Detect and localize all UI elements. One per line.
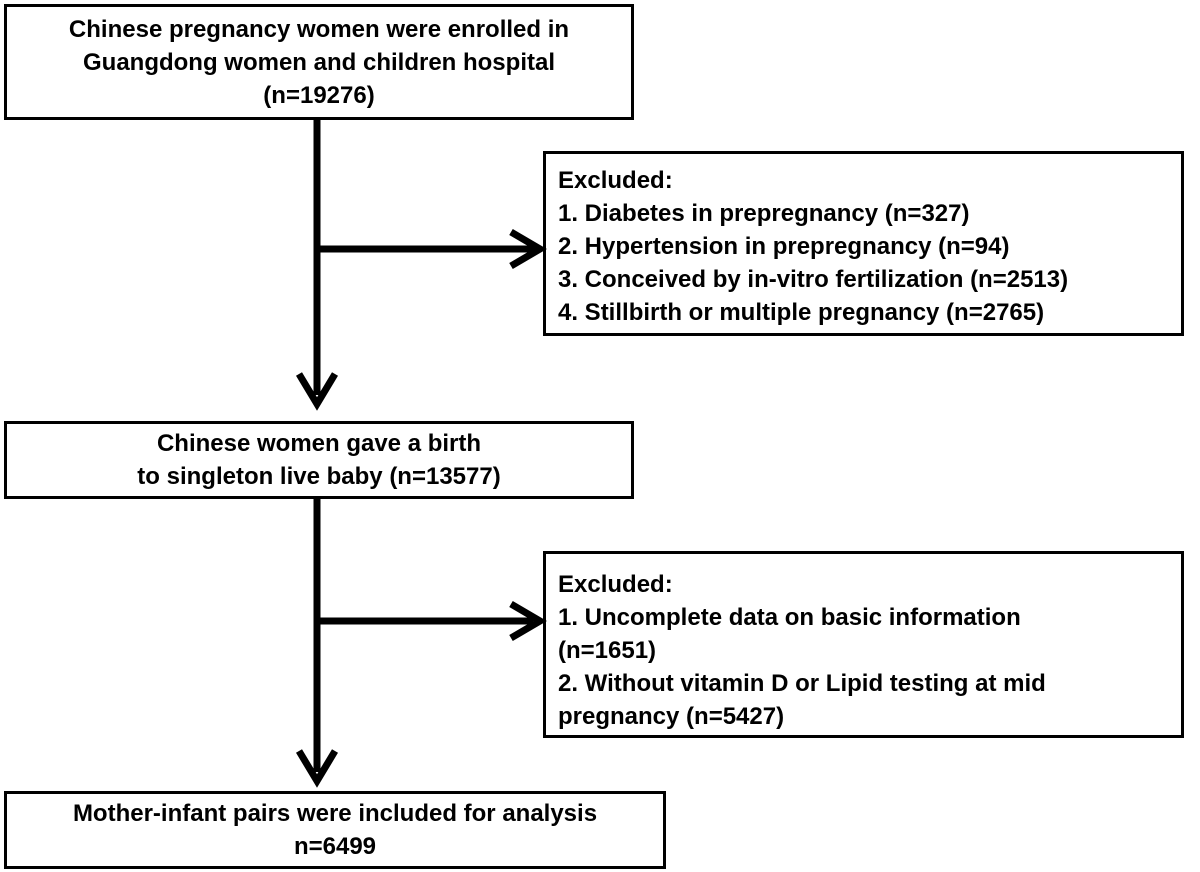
arrowhead-singleton bbox=[295, 372, 339, 411]
node-exclusion1-line-4: 3. Conceived by in-vitro fertilization (… bbox=[558, 266, 1069, 293]
node-included: Mother-infant pairs were included for an… bbox=[4, 791, 666, 869]
node-enrolled: Chinese pregnancy women were enrolled in… bbox=[4, 4, 634, 120]
node-included-line-1: Mother-infant pairs were included for an… bbox=[72, 800, 598, 827]
node-exclusion2-line-4: 2. Without vitamin D or Lipid testing at… bbox=[558, 670, 1046, 697]
node-exclusion1: Excluded: 1. Diabetes in prepregnancy (n… bbox=[543, 151, 1184, 336]
node-enrolled-line-1: Chinese pregnancy women were enrolled in bbox=[68, 15, 570, 43]
node-exclusion2-line-1: Excluded: bbox=[558, 571, 673, 598]
node-singleton-line-1: Chinese women gave a birth bbox=[156, 430, 482, 457]
node-exclusion2-line-5: pregnancy (n=5427) bbox=[558, 703, 785, 730]
node-exclusion2-line-2: 1. Uncomplete data on basic information bbox=[558, 604, 1021, 631]
node-exclusion2: Excluded: 1. Uncomplete data on basic in… bbox=[543, 551, 1184, 738]
node-included-line-2: n=6499 bbox=[293, 833, 377, 860]
node-enrolled-line-3: (n=19276) bbox=[263, 81, 375, 109]
arrowhead-included bbox=[295, 749, 339, 788]
node-singleton: Chinese women gave a birth to singleton … bbox=[4, 421, 634, 499]
node-exclusion1-line-3: 2. Hypertension in prepregnancy (n=94) bbox=[558, 233, 1010, 260]
arrowhead-exclusion2 bbox=[509, 600, 547, 642]
node-singleton-line-2: to singleton live baby (n=13577) bbox=[137, 463, 501, 490]
node-exclusion1-line-2: 1. Diabetes in prepregnancy (n=327) bbox=[558, 200, 970, 227]
node-enrolled-line-2: Guangdong women and children hospital bbox=[82, 48, 555, 76]
node-exclusion1-line-1: Excluded: bbox=[558, 167, 673, 194]
arrowhead-exclusion1 bbox=[509, 228, 547, 270]
node-exclusion1-line-5: 4. Stillbirth or multiple pregnancy (n=2… bbox=[558, 299, 1045, 326]
node-exclusion2-line-3: (n=1651) bbox=[558, 637, 657, 664]
